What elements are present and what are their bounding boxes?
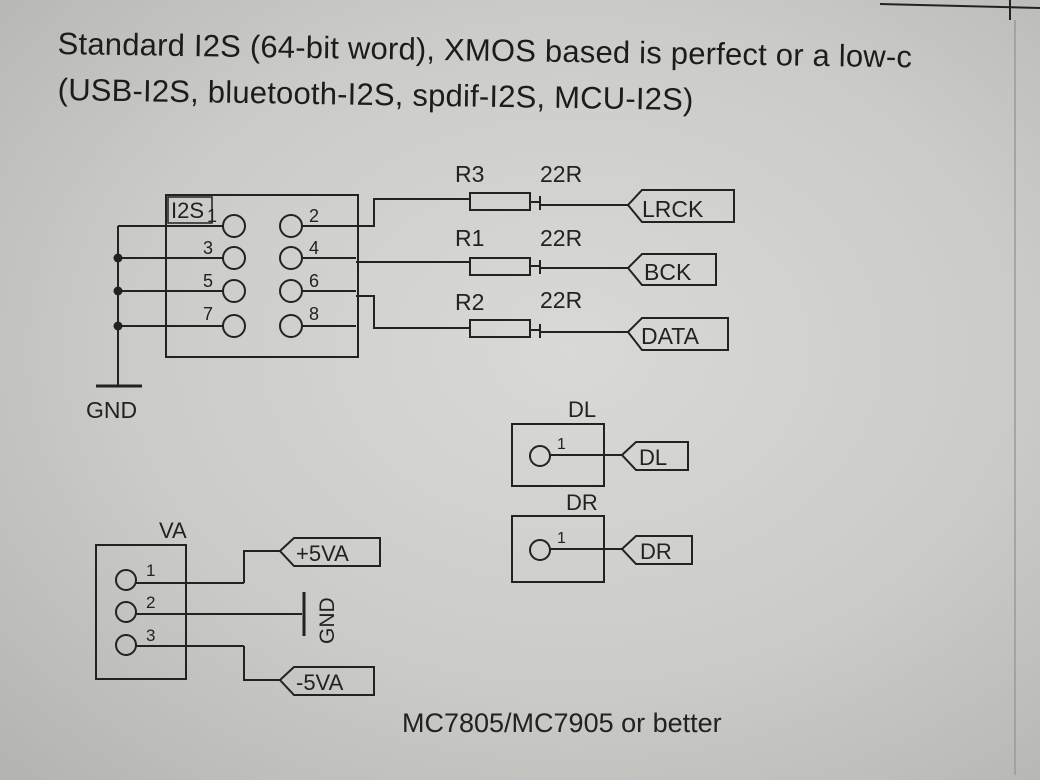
wire-data: [356, 295, 470, 329]
i2s-pin-7: [222, 314, 246, 338]
i2s-pin-label-4: 4: [309, 238, 319, 258]
resistor-r2-value: 22R: [540, 287, 582, 313]
dl-pin-1: [529, 445, 551, 467]
va-pin-2: [115, 601, 137, 623]
netflag-data: [626, 317, 729, 351]
dr-pin-label: 1: [557, 530, 566, 547]
dl-connector-label: DL: [568, 397, 596, 422]
resistor-r1-ref: R1: [455, 225, 484, 251]
dr-connector-label: DR: [566, 490, 598, 515]
i2s-pin-1: [222, 214, 246, 238]
junction-dot: [113, 253, 123, 263]
va-gnd-label: GND: [316, 597, 339, 644]
va-pin-label-2: 2: [146, 593, 155, 612]
va-connector-body: [95, 544, 187, 680]
junction-dot: [113, 286, 123, 296]
i2s-pin-8: [279, 314, 303, 338]
netflag-neg5va-label: -5VA: [296, 670, 344, 695]
i2s-pin-label-6: 6: [309, 271, 319, 291]
dl-pin-label: 1: [557, 436, 566, 453]
i2s-label-box: [167, 196, 213, 224]
netflag-pos5va-label: +5VA: [296, 541, 349, 566]
i2s-pin-3: [222, 246, 246, 270]
i2s-pin-label-1: 1: [207, 206, 217, 226]
netflag-dl-label: DL: [639, 445, 667, 470]
resistor-r3-value: 22R: [540, 161, 582, 187]
netflag-dr-label: DR: [640, 539, 672, 564]
netflag-dr: [620, 535, 693, 565]
dr-pin-1: [529, 539, 551, 561]
va-pin-label-3: 3: [146, 626, 155, 645]
i2s-header-body: [165, 194, 359, 358]
regulator-note: MC7805/MC7905 or better: [402, 708, 722, 738]
wire-neg5va: [243, 646, 280, 681]
i2s-pin-6: [279, 279, 303, 303]
junction-dot: [113, 321, 123, 331]
i2s-pin-label-3: 3: [203, 238, 213, 258]
page-edge-line: [879, 3, 1040, 9]
i2s-pin-label-8: 8: [309, 304, 319, 324]
netflag-lrck: [626, 189, 735, 223]
netflag-pos5va: [278, 537, 381, 567]
i2s-pin-label-5: 5: [203, 271, 213, 291]
i2s-pin-4: [279, 246, 303, 270]
va-pin-1: [115, 569, 137, 591]
va-pin-label-1: 1: [146, 561, 155, 580]
resistor-r1-value: 22R: [540, 225, 582, 251]
va-connector-label: VA: [159, 518, 187, 543]
gnd-label: GND: [86, 397, 137, 423]
va-pin-3: [115, 634, 137, 656]
netflag-dl: [620, 441, 689, 471]
wire-pos5va: [243, 550, 280, 583]
netflag-neg5va: [278, 666, 375, 696]
netflag-lrck-label: LRCK: [642, 196, 704, 222]
resistor-r2: [469, 319, 531, 338]
i2s-pin-2: [279, 214, 303, 238]
resistor-r2-ref: R2: [455, 289, 484, 315]
resistor-r1: [469, 257, 531, 276]
wire-lrck: [356, 198, 470, 227]
i2s-pin-label-7: 7: [203, 304, 213, 324]
netflag-data-label: DATA: [641, 323, 700, 349]
i2s-pin-label-2: 2: [309, 206, 319, 226]
netflag-bck-label: BCK: [644, 259, 692, 285]
resistor-r3: [469, 192, 531, 211]
resistor-r3-ref: R3: [455, 161, 484, 187]
i2s-header-label: I2S: [171, 198, 204, 223]
netflag-bck: [626, 253, 717, 286]
i2s-pin-5: [222, 279, 246, 303]
